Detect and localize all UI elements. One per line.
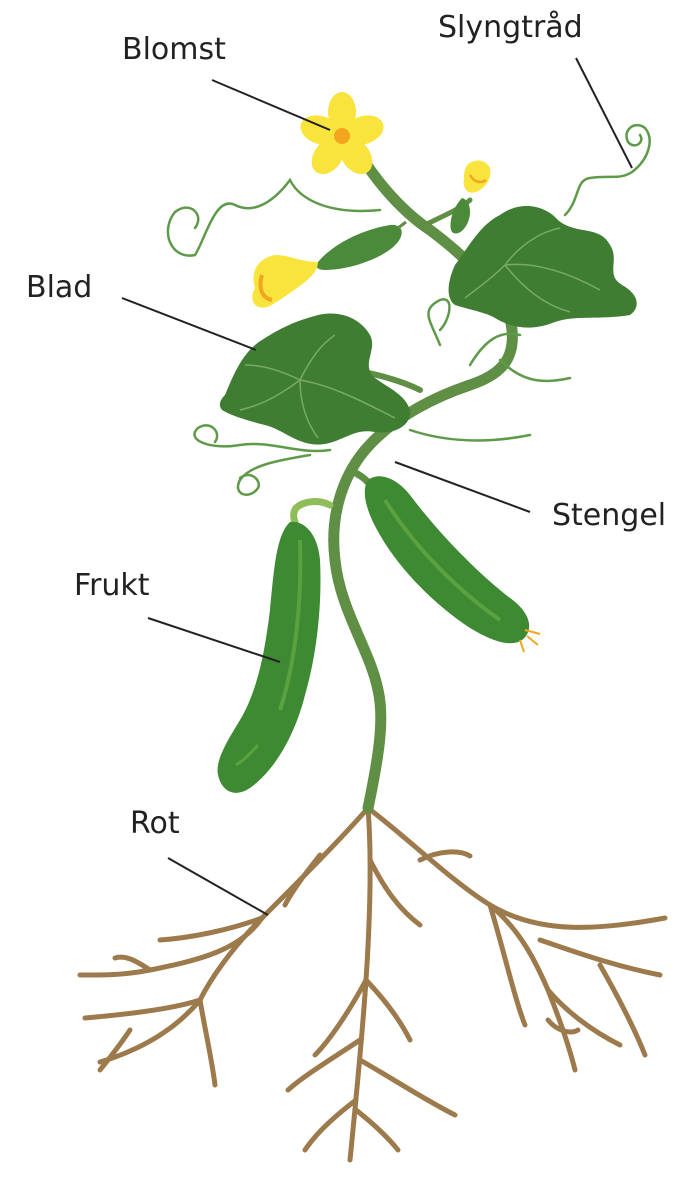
leader-line-slyngtrad (576, 58, 632, 168)
leader-line-frukt (148, 618, 280, 662)
label-rot: Rot (130, 806, 180, 841)
label-blad: Blad (26, 270, 92, 305)
leader-line-blad (122, 298, 256, 350)
leader-line-blomst (212, 80, 330, 130)
young-fruit-bud (450, 198, 470, 234)
label-frukt: Frukt (74, 568, 150, 603)
flower-left (252, 255, 318, 308)
label-blomst: Blomst (122, 32, 226, 67)
label-stengel: Stengel (552, 498, 666, 533)
root-system (80, 808, 665, 1160)
leader-line-rot (168, 858, 268, 915)
leaf-top-right (449, 206, 637, 328)
young-fruit-left (316, 222, 406, 270)
label-slyngtrad: Slyngtråd (438, 10, 583, 45)
flower-bud-right (464, 161, 491, 193)
cucumber-right (365, 476, 540, 652)
